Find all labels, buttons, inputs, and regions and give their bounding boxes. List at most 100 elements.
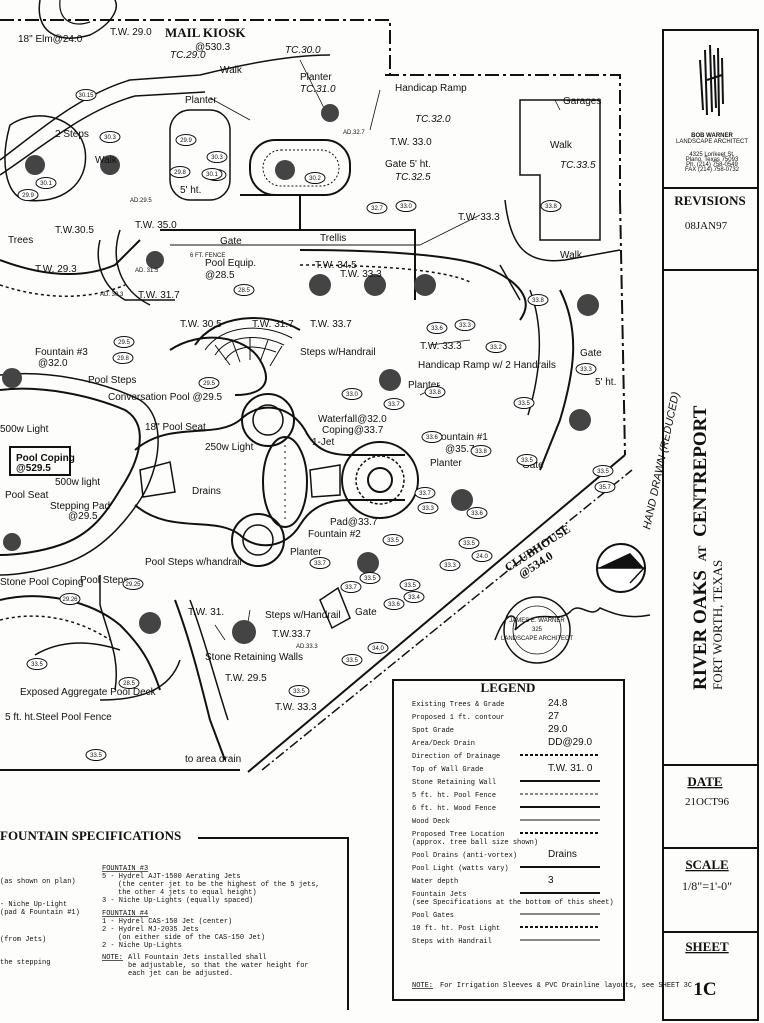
architect-name: BOB WARNER <box>691 133 733 139</box>
spot-grade-value: 28.5 <box>123 681 135 687</box>
spot-grade: 33.5 <box>341 654 363 666</box>
spot-grade-value: 33.5 <box>346 658 358 664</box>
label-steps-handrail2: Steps w/Handrail <box>265 610 341 621</box>
label-fountain1-grade: @35.7 <box>445 444 475 455</box>
legend-row: 10 ft. ht. Post Light <box>412 925 600 933</box>
legend-row-label: Area/Deck Drain <box>412 740 475 748</box>
legend-row-label: Top of Wall Grade <box>412 766 483 774</box>
label-tw337b: T.W.33.7 <box>272 629 311 640</box>
spot-grade-value: 33.8 <box>475 449 487 455</box>
label-ad31: AD. 31.5 <box>135 268 159 274</box>
label-gate-a: Gate <box>220 236 242 247</box>
spot-grade-value: 33.3 <box>580 367 592 373</box>
spot-grade-value: 33.5 <box>404 583 416 589</box>
spot-grade-value: 33.5 <box>31 662 43 668</box>
spot-grade: 33.2 <box>485 341 507 353</box>
spot-grade-value: 33.7 <box>314 561 326 567</box>
label-tw305b: T.W. 30.5 <box>180 319 222 330</box>
tree-16 <box>146 251 164 269</box>
spot-grade: 33.0 <box>341 388 363 400</box>
spot-grade-value: 30.3 <box>104 135 116 141</box>
spot-grade: 33.5 <box>288 685 310 697</box>
spot-grade: 33.3 <box>417 502 439 514</box>
spot-grade: 28.5 <box>118 677 140 689</box>
architect-fax: FAX (214) 758-0732 <box>685 167 740 173</box>
specs-f4-1: 1 - Hydrel CAS-150 Jet (center) <box>102 918 232 926</box>
fountain-specifications: FOUNTAIN SPECIFICATIONS (as shown on pla… <box>0 826 349 1010</box>
spot-grade: 30.1 <box>35 177 57 189</box>
revisions-label: REVISIONS <box>674 193 746 208</box>
label-tc335: TC.33.5 <box>560 160 596 171</box>
legend-row-label: Water depth <box>412 878 458 886</box>
spot-grade: 30.1 <box>201 168 223 180</box>
label-tw345: T.W. 34.5 <box>315 260 357 271</box>
spot-grade: 33.5 <box>458 537 480 549</box>
spot-grade: 33.7 <box>309 557 331 569</box>
tree-7 <box>414 274 436 296</box>
label-pool-equip-grade: @28.5 <box>205 270 235 281</box>
specs-note-1: All Fountain Jets installed shall <box>128 954 267 962</box>
spot-grade-value: 30.2 <box>309 176 321 182</box>
project-main: RIVER OAKS <box>690 570 711 690</box>
label-ad295: AD.29.5 <box>130 198 152 204</box>
spot-grade: 33.5 <box>85 749 107 761</box>
legend-row: Fountain Jets(see Specifications at the … <box>412 891 614 907</box>
spot-grade-value: 34.0 <box>372 646 384 652</box>
scale-label: SCALE <box>685 857 728 872</box>
label-steps2: 2 Steps <box>55 129 89 140</box>
label-fence5: 5 ft. ht.Steel Pool Fence <box>5 712 112 723</box>
legend-row-label: Existing Trees & Grade <box>412 701 504 709</box>
spot-grade-value: 24.0 <box>476 554 488 560</box>
label-pool-coping: Pool Coping <box>16 453 75 464</box>
label-trellis: Trellis <box>320 233 346 244</box>
specs-left-1: (as shown on plan) <box>0 878 76 886</box>
legend-row: 5 ft. ht. Pool Fence <box>412 792 600 800</box>
architect-address-2: Plano, Texas 75093 <box>686 157 739 163</box>
tree-3 <box>275 160 295 180</box>
legend-row: Pool Gates <box>412 912 600 920</box>
spot-grade-value: 29.8 <box>117 356 129 362</box>
spot-grade: 29.9 <box>175 134 197 146</box>
spot-grade: 33.8 <box>540 200 562 212</box>
label-conversation-pool: Conversation Pool @29.5 <box>108 392 223 403</box>
specs-title: FOUNTAIN SPECIFICATIONS <box>0 828 181 843</box>
spot-grade: 29.8 <box>169 166 191 178</box>
spot-grade-value: 33.6 <box>471 511 483 517</box>
spot-grade: 24.0 <box>471 550 493 562</box>
label-waterfall: Waterfall@32.0 <box>318 414 387 425</box>
legend-row-symbol: 3 <box>548 875 554 886</box>
legend-row-label: Pool Light (watts vary) <box>412 865 509 873</box>
legend-row-label: 10 ft. ht. Post Light <box>412 925 500 933</box>
label-fountain1: Fountain #1 <box>435 432 488 443</box>
architect-title: LANDSCAPE ARCHITECT <box>676 139 748 145</box>
spot-grade-value: 33.7 <box>388 402 400 408</box>
specs-f3-4: 3 - Niche Up-Lights (equally spaced) <box>102 897 253 905</box>
spot-grade: 30.3 <box>206 151 228 163</box>
spot-grade-value: 29.9 <box>22 193 34 199</box>
spot-grade-value: 33.7 <box>419 491 431 497</box>
spot-grade: 29.9 <box>17 189 39 201</box>
spot-grade-value: 33.3 <box>459 323 471 329</box>
spot-grade-value: 33.5 <box>90 753 102 759</box>
label-planter-d: Planter <box>290 547 322 558</box>
label-ad303: AD. 30.3 <box>100 292 124 298</box>
label-pool-coping-grade: @529.5 <box>16 463 51 474</box>
label-tw317a: T.W. 31.7 <box>138 290 180 301</box>
tree-11 <box>379 369 401 391</box>
legend-row-label: Pool Gates <box>412 912 454 920</box>
legend-row-label: Proposed Tree Location <box>412 831 504 839</box>
label-tw29-top: T.W. 29.0 <box>110 27 152 38</box>
legend-row-label: 6 ft. ht. Wood Fence <box>412 805 496 813</box>
legend-note-text: For Irrigation Sleeves & PVC Drainline l… <box>440 982 692 990</box>
spot-grade: 33.4 <box>403 591 425 603</box>
spot-grade-value: 30.3 <box>211 155 223 161</box>
spot-grade-value: 33.8 <box>532 298 544 304</box>
tree-14 <box>139 612 161 634</box>
spot-grade-value: 29.25 <box>125 582 141 588</box>
legend-row: Water depth 3 <box>412 875 554 886</box>
label-tw31: T.W. 31. <box>188 607 224 618</box>
